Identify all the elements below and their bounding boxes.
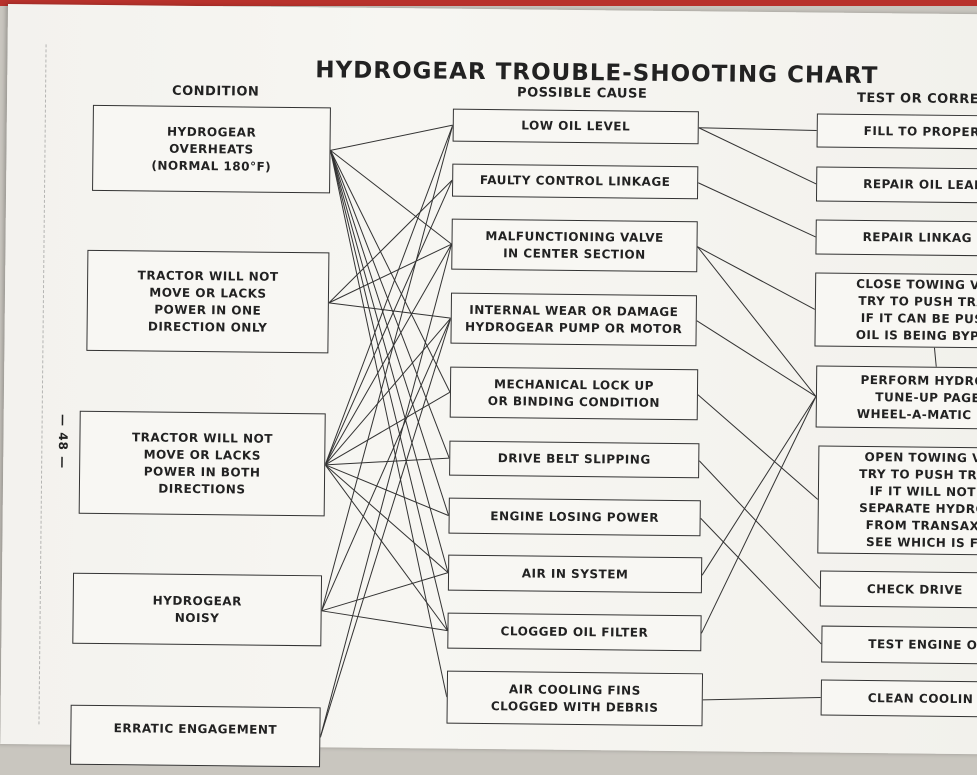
connector-c4-p4 — [321, 317, 452, 612]
connector-c4-p1 — [321, 125, 454, 611]
connector-c1-p3 — [330, 149, 452, 245]
test-box-clean-cooling: CLEAN COOLIN — [820, 679, 977, 718]
connector-c5-p3 — [319, 244, 452, 738]
column-header-condition: CONDITION — [172, 83, 260, 100]
condition-box-both-directions: TRACTOR WILL NOT MOVE OR LACKS POWER IN … — [78, 410, 326, 517]
cause-box-engine-power: ENGINE LOSING POWER — [448, 497, 701, 537]
test-box-fill-oil: FILL TO PROPER LE — [816, 113, 977, 150]
cause-box-belt-slipping: DRIVE BELT SLIPPING — [449, 440, 700, 479]
page-edge-band — [0, 0, 977, 6]
connector-c1-p1 — [330, 124, 453, 151]
page-number: — 48 — — [55, 413, 71, 470]
condition-box-one-direction: TRACTOR WILL NOT MOVE OR LACKS POWER IN … — [86, 249, 330, 354]
connector-c3-p6 — [325, 457, 450, 466]
cause-box-mechanical-lockup: MECHANICAL LOCK UP OR BINDING CONDITION — [449, 366, 699, 421]
column-header-cause: POSSIBLE CAUSE — [517, 85, 648, 102]
connector-c2-p3 — [328, 243, 452, 304]
connector-c5-p4 — [319, 318, 452, 738]
connector-c4-p9 — [321, 610, 448, 632]
connector-c1-p10 — [329, 150, 448, 698]
column-header-test: TEST OR CORREC — [856, 90, 977, 108]
test-box-check-drive: CHECK DRIVE — [819, 570, 977, 609]
connector-p8-t5 — [701, 396, 817, 576]
test-box-towing-valve-open: OPEN TOWING V TRY TO PUSH TRA IF IT WILL… — [817, 445, 977, 556]
connector-c3-p8 — [324, 464, 449, 574]
connector-c2-p2 — [328, 179, 453, 304]
binding-margin — [38, 44, 47, 725]
connector-c2-p4 — [328, 302, 451, 319]
connector-p7-t8 — [700, 517, 822, 645]
connector-c3-p2 — [324, 179, 453, 466]
connector-c3-p7 — [325, 464, 449, 517]
connector-p3-t4 — [697, 246, 816, 310]
condition-box-erratic: ERRATIC ENGAGEMENT — [70, 704, 321, 768]
connector-c1-p7 — [330, 150, 450, 516]
condition-box-overheats: HYDROGEAR OVERHEATS (NORMAL 180°F) — [92, 104, 331, 194]
cause-box-oil-filter: CLOGGED OIL FILTER — [447, 612, 702, 652]
cause-box-low-oil: LOW OIL LEVEL — [452, 108, 699, 145]
connector-c3-p1 — [324, 124, 454, 466]
connector-p6-t7 — [698, 460, 821, 589]
test-box-repair-linkage: REPAIR LINKAG — [815, 219, 977, 257]
manual-page: — 48 — HYDROGEAR TROUBLE-SHOOTING CHART … — [0, 4, 977, 768]
chart-title: HYDROGEAR TROUBLE-SHOOTING CHART — [315, 57, 879, 90]
cause-box-center-valve: MALFUNCTIONING VALVE IN CENTER SECTION — [451, 218, 698, 273]
test-box-hydrogear-tuneup: PERFORM HYDROG TUNE-UP PAGE WHEEL-A-MATI… — [815, 365, 977, 430]
test-box-repair-leak: REPAIR OIL LEAK — [815, 166, 977, 204]
cause-box-cooling-fins: AIR COOLING FINS CLOGGED WITH DEBRIS — [446, 670, 704, 727]
test-box-test-engine: TEST ENGINE OP — [821, 625, 977, 665]
connector-p5-t6 — [697, 394, 819, 500]
condition-box-noisy: HYDROGEAR NOISY — [72, 572, 323, 647]
connector-p1-t2 — [698, 127, 817, 185]
connector-p2-t3 — [697, 182, 816, 238]
connector-p4-t5 — [696, 320, 817, 397]
connector-c1-p9 — [329, 150, 448, 631]
connector-c4-p8 — [321, 572, 449, 612]
connector-c3-p3 — [324, 243, 452, 466]
connector-p3-t5 — [697, 246, 817, 397]
cause-box-air-in-system: AIR IN SYSTEM — [447, 554, 703, 594]
connector-c3-p4 — [324, 317, 452, 466]
connector-p10-t9 — [702, 697, 821, 701]
connector-c1-p8 — [330, 150, 449, 573]
connector-c1-p5 — [330, 150, 451, 393]
connector-p1-t1 — [698, 127, 817, 131]
connector-t4-t5 — [933, 347, 937, 367]
connector-p9-t5 — [700, 396, 817, 634]
connector-c3-p9 — [324, 464, 448, 631]
connector-c3-p5 — [324, 391, 451, 466]
connector-c1-p6 — [330, 150, 450, 459]
cause-box-internal-wear: INTERNAL WEAR OR DAMAGE HYDROGEAR PUMP O… — [450, 292, 697, 347]
test-box-towing-valve-closed: CLOSE TOWING VA TRY TO PUSH TRA IF IT CA… — [814, 272, 977, 349]
cause-box-control-linkage: FAULTY CONTROL LINKAGE — [452, 163, 699, 200]
